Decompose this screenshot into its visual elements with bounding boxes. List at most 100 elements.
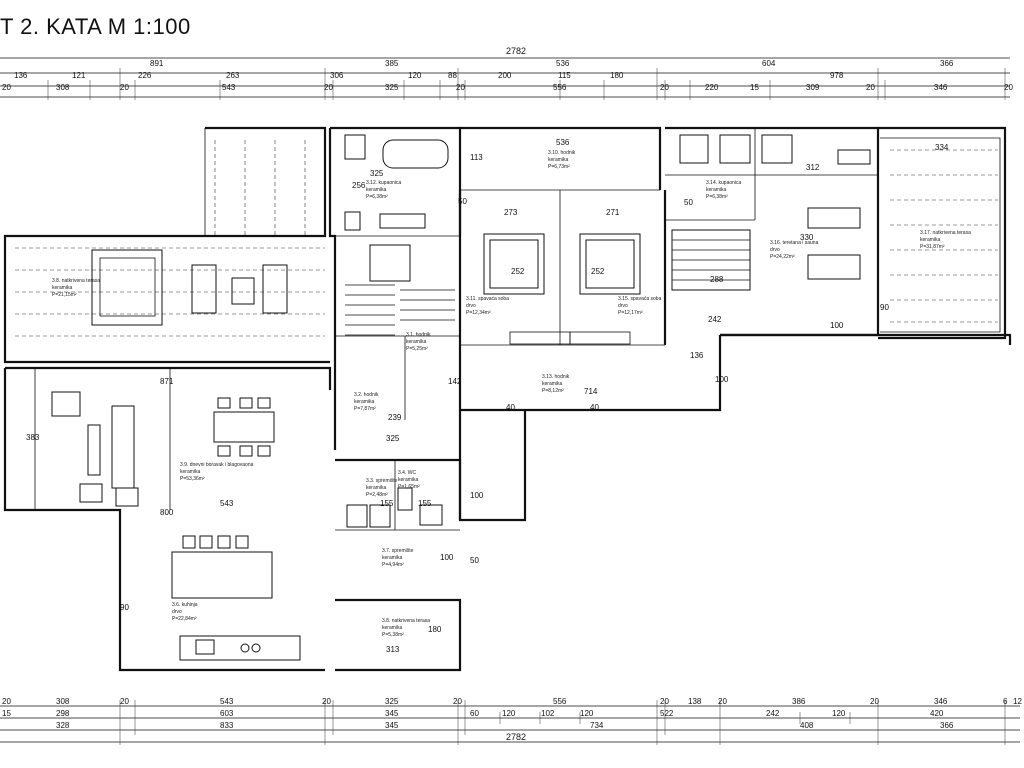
inner-dim-11: 543	[220, 499, 234, 508]
plan-title: T 2. KATA M 1:100	[0, 14, 191, 39]
inner-dim-22: 330	[800, 233, 814, 242]
svg-text:3.17. natkrivena terasa: 3.17. natkrivena terasa	[920, 230, 971, 236]
inner-dim-8: 252	[591, 267, 605, 276]
room-3-11: 3.11. spavaća soba drvo P=12,34m²	[466, 296, 509, 316]
inner-dim-29: 40	[590, 403, 599, 412]
svg-text:3.7. spremište: 3.7. spremište	[382, 548, 414, 554]
top-dim-3-15: 20	[1004, 83, 1013, 92]
bottom-dim-2-12: 420	[930, 709, 944, 718]
bottom-dim-1-11: 20	[718, 697, 727, 706]
top-dim-2-8: 200	[498, 71, 512, 80]
svg-text:P=1,65m²: P=1,65m²	[398, 484, 420, 490]
room-3-2: 3.2. hodnik keramika P=7,87m²	[354, 392, 379, 412]
svg-text:P=22,84m²: P=22,84m²	[172, 616, 197, 622]
bottom-dim-2-8: 120	[580, 709, 594, 718]
inner-dim-10: 383	[26, 433, 40, 442]
top-dim-3-3: 20	[120, 83, 129, 92]
bottom-dim-2-5: 60	[470, 709, 479, 718]
svg-text:3.6. kuhinja: 3.6. kuhinja	[172, 602, 198, 608]
inner-dim-17: 136	[690, 351, 704, 360]
svg-text:keramika: keramika	[920, 237, 941, 243]
svg-text:drvo: drvo	[466, 303, 476, 309]
svg-text:3.8. natkrivena terasa: 3.8. natkrivena terasa	[382, 618, 430, 624]
inner-dim-20: 288	[710, 275, 724, 284]
top-dim-2-10: 180	[610, 71, 624, 80]
room-3-3: 3.3. spremište keramika P=2,48m²	[366, 478, 398, 498]
svg-text:3.4. WC: 3.4. WC	[398, 470, 416, 476]
top-dim-3-9: 20	[660, 83, 669, 92]
top-dim-2-4: 263	[226, 71, 240, 80]
inner-dim-9: 871	[160, 377, 174, 386]
room-3-14: 3.14. kupaonica keramika P=6,38m²	[706, 180, 742, 200]
inner-dim-18: 334	[935, 143, 949, 152]
svg-text:P=31,87m²: P=31,87m²	[920, 244, 945, 250]
bottom-dim-3-1: 328	[56, 721, 70, 730]
svg-text:P=6,73m²: P=6,73m²	[548, 164, 570, 170]
svg-text:3.12. kupaonica: 3.12. kupaonica	[366, 180, 402, 186]
bottom-overall-dim: 2782	[506, 732, 526, 742]
svg-text:P=4,94m²: P=4,94m²	[382, 562, 404, 568]
svg-text:3.8. natkrivena terasa: 3.8. natkrivena terasa	[52, 278, 100, 284]
top-dim-2-7: 88	[448, 71, 457, 80]
bottom-dim-1-5: 20	[322, 697, 331, 706]
svg-text:drvo: drvo	[618, 303, 628, 309]
svg-text:P=21,15m²: P=21,15m²	[52, 292, 77, 298]
svg-text:P=6,38m²: P=6,38m²	[366, 194, 388, 200]
bottom-dim-2-9: 522	[660, 709, 674, 718]
top-dim-3-14: 346	[934, 83, 948, 92]
bottom-dim-2-7: 102	[541, 709, 555, 718]
top-dim-3-11: 15	[750, 83, 759, 92]
bottom-dim-1-10: 138	[688, 697, 702, 706]
inner-dim-28: 40	[506, 403, 515, 412]
inner-dim-2: 113	[470, 153, 483, 162]
svg-text:3.15. spavaća soba: 3.15. spavaća soba	[618, 296, 662, 302]
svg-text:3.16. teretana i sauna: 3.16. teretana i sauna	[770, 240, 819, 246]
room-3-8b: 3.8. natkrivena terasa keramika P=5,38m²	[382, 618, 430, 638]
bottom-dim-1-14: 346	[934, 697, 948, 706]
svg-text:keramika: keramika	[542, 381, 563, 387]
svg-text:keramika: keramika	[706, 187, 727, 193]
door-label-7: 90	[120, 603, 129, 612]
svg-text:keramika: keramika	[354, 399, 375, 405]
top-dim-1-1: 891	[150, 59, 164, 68]
svg-text:P=5,38m²: P=5,38m²	[382, 632, 404, 638]
room-3-1: 3.1. hodnik keramika P=5,25m²	[406, 332, 431, 352]
top-dim-2-11: 978	[830, 71, 844, 80]
bottom-dim-2-11: 120	[832, 709, 846, 718]
bottom-dim-3-4: 734	[590, 721, 604, 730]
bottom-dim-1-7: 20	[453, 697, 462, 706]
bottom-dim-1-4: 543	[220, 697, 234, 706]
bottom-dim-2-1: 15	[2, 709, 11, 718]
svg-text:3.14. kupaonica: 3.14. kupaonica	[706, 180, 742, 186]
top-dim-2-1: 136	[14, 71, 28, 80]
inner-dim-1: 536	[556, 138, 570, 147]
top-dim-3-1: 20	[2, 83, 11, 92]
svg-text:P=24,22m²: P=24,22m²	[770, 254, 795, 260]
door-label-6: 50	[470, 556, 479, 565]
top-dim-3-13: 20	[866, 83, 875, 92]
svg-text:keramika: keramika	[382, 625, 403, 631]
inner-dim-13: 325	[386, 434, 400, 443]
top-dim-1-3: 536	[556, 59, 570, 68]
door-label-2: 50	[684, 198, 693, 207]
top-dim-1-2: 385	[385, 59, 399, 68]
door-label-4: 100	[715, 375, 729, 384]
top-dim-2-5: 306	[330, 71, 344, 80]
room-3-9: 3.9. dnevni boravak i blagovaona keramik…	[180, 462, 254, 482]
inner-dim-21: 242	[708, 315, 722, 324]
room-3-10: 3.10. hodnik keramika P=6,73m²	[548, 150, 576, 170]
svg-text:3.10. hodnik: 3.10. hodnik	[548, 150, 576, 156]
bottom-dim-3-3: 345	[385, 721, 399, 730]
inner-dim-16: 714	[584, 387, 598, 396]
inner-dim-23: 155	[380, 499, 394, 508]
door-label-1: 50	[458, 197, 467, 206]
top-dim-2-9: 115	[558, 71, 571, 80]
bottom-dim-2-6: 120	[502, 709, 516, 718]
bottom-dimension-chains: 20 308 20 543 20 325 20 556 20 138 20 38…	[0, 697, 1022, 745]
room-3-7: 3.7. spremište keramika P=4,94m²	[382, 548, 414, 568]
top-dim-2-6: 120	[408, 71, 422, 80]
room-3-13: 3.13. hodnik keramika P=8,12m²	[542, 374, 570, 394]
inner-dim-7: 252	[511, 267, 525, 276]
inner-dim-14: 239	[388, 413, 402, 422]
room-3-12: 3.12. kupaonica keramika P=6,38m²	[366, 180, 402, 200]
